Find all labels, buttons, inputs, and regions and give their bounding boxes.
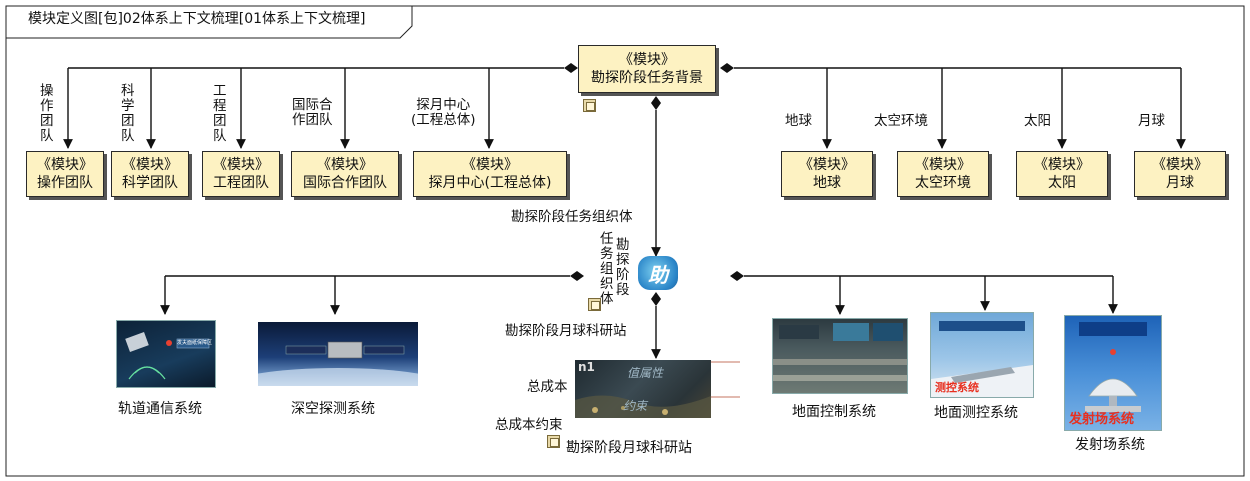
org-right-connector (744, 275, 1118, 315)
edge-label-lunar-center: 探月中心(工程总体) (411, 97, 476, 128)
edge-label-intl: 国际合作团队 (292, 97, 333, 128)
edge-label-space-env: 太空环境 (874, 113, 928, 129)
block-space-env[interactable]: 《模块》 太空环境 (897, 151, 989, 197)
launch-site-caption: 发射场系统 (1075, 437, 1145, 453)
org-down-diamond (651, 292, 661, 306)
org-right-diamond (730, 271, 744, 281)
ground-tracking-caption: 地面测控系统 (934, 405, 1018, 421)
station-port-icon (547, 435, 560, 448)
root-left-connector (63, 67, 564, 149)
root-left-diamond (564, 63, 578, 73)
org-vertical-label-2: 任务组织体 (600, 231, 614, 307)
block-earth[interactable]: 《模块》 地球 (781, 151, 873, 197)
orbit-comm-caption: 轨道通信系统 (118, 401, 202, 417)
station-image-text-3: 约束 (623, 399, 648, 413)
edge-label-moon: 月球 (1138, 113, 1165, 129)
root-down-diamond (651, 96, 661, 110)
edge-label-science: 科学团队 (121, 83, 135, 144)
block-lunar-center[interactable]: 《模块》 探月中心(工程总体) (413, 151, 567, 197)
launch-site-image[interactable]: 发射场系统 (1064, 315, 1162, 431)
org-left-diamond (570, 271, 584, 281)
edge-label-engineering: 工程团队 (213, 83, 227, 144)
station-image-text-2: 值属性 (627, 366, 664, 380)
root-port-icon (583, 99, 596, 112)
root-right-connector (734, 67, 1186, 149)
org-left-connector (160, 275, 570, 315)
block-sun[interactable]: 《模块》 太阳 (1016, 151, 1108, 197)
orbit-comm-image[interactable]: 发夫面纸保障区 (116, 320, 216, 388)
org-logo[interactable]: 助 (638, 256, 678, 290)
org-vertical-label-1: 勘探阶段 (616, 237, 630, 298)
block-engineering-team[interactable]: 《模块》 工程团队 (202, 151, 280, 197)
orbit-comm-image-text: 发夫面纸保障区 (177, 340, 213, 346)
root-name: 勘探阶段任务背景 (591, 70, 703, 86)
root-block[interactable]: 《模块》 勘探阶段任务背景 (578, 45, 716, 93)
edge-label-org: 勘探阶段任务组织体 (511, 209, 633, 225)
deep-space-caption: 深空探测系统 (291, 401, 375, 417)
cost-constraint-label: 总成本约束 (495, 417, 563, 433)
block-science-team[interactable]: 《模块》 科学团队 (111, 151, 189, 197)
cost-label: 总成本 (527, 379, 568, 395)
ground-control-image[interactable] (772, 318, 908, 394)
title-tab (6, 6, 413, 39)
block-ops-team[interactable]: 《模块》 操作团队 (26, 151, 104, 197)
edge-label-earth: 地球 (785, 113, 812, 129)
root-right-diamond (720, 63, 734, 73)
org-port-icon (588, 298, 601, 311)
station-image-text-1: n1 (578, 360, 595, 374)
block-intl-team[interactable]: 《模块》 国际合作团队 (291, 151, 399, 197)
launch-site-image-text: 发射场系统 (1069, 412, 1135, 427)
edge-label-ops: 操作团队 (40, 83, 54, 144)
ground-tracking-image[interactable]: 测控系统 (930, 312, 1034, 398)
ground-tracking-image-text: 测控系统 (935, 381, 979, 394)
diagram-title: 模块定义图[包]02体系上下文梳理[01体系上下文梳理] (28, 11, 366, 27)
ground-control-caption: 地面控制系统 (792, 404, 876, 420)
diagram-frame (5, 5, 1245, 477)
edge-label-sun: 太阳 (1024, 113, 1051, 129)
org-logo-glyph: 助 (648, 262, 668, 287)
station-image[interactable]: n1 值属性 约束 (575, 360, 711, 418)
root-stereotype: 《模块》 (619, 52, 675, 68)
deep-space-image[interactable] (258, 322, 418, 386)
edge-label-station: 勘探阶段月球科研站 (505, 323, 627, 339)
block-moon[interactable]: 《模块》 月球 (1134, 151, 1226, 197)
station-caption: 勘探阶段月球科研站 (566, 440, 692, 456)
